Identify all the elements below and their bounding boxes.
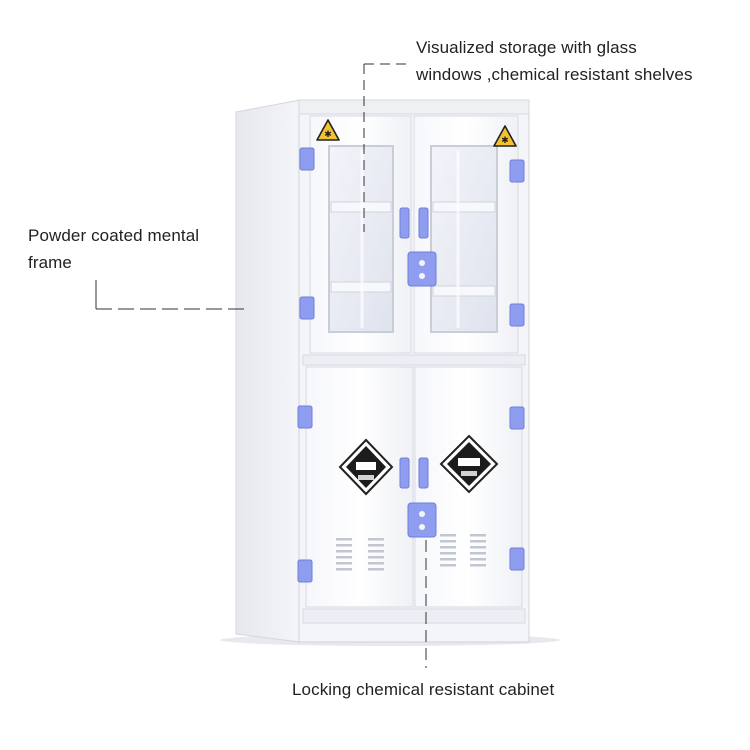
lower-lock-icon [407,502,437,538]
callout-glass-windows: Visualized storage with glass windows ,c… [416,34,693,88]
upper-doors: ✱ ✱ [309,115,519,354]
callout-bottom-line-1: Locking chemical resistant cabinet [292,680,555,699]
hinge-icon [509,406,525,430]
callout-top-line-1: Visualized storage with glass [416,38,637,57]
vent-grille-left [336,538,384,571]
cabinet-top-edge [298,99,530,115]
hinge-icon [297,405,313,429]
warning-triangle-icon-right: ✱ [493,125,517,147]
hinge-icon [509,303,525,327]
hinge-icon [509,547,525,571]
callout-frame: Powder coated mental frame [28,222,199,276]
cabinet-plinth [302,608,526,624]
lower-right-handle [418,457,429,489]
hinge-icon [299,296,315,320]
lower-doors [305,366,523,608]
callout-top-line-2: windows ,chemical resistant shelves [416,65,693,84]
upper-right-glass-window [430,145,498,333]
warning-triangle-icon-left: ✱ [316,119,340,141]
vent-grille-right [440,534,486,567]
upper-lock-icon [407,251,437,287]
corrosive-hazard-icon-left [338,438,394,496]
cabinet: ✱ ✱ [235,99,530,643]
svg-text:✱: ✱ [324,130,332,140]
shelf-upper-right-2 [432,285,496,297]
lower-left-handle [399,457,410,489]
hinge-icon [297,559,313,583]
callout-left-line-1: Powder coated mental [28,226,200,245]
callout-left-line-2: frame [28,253,72,272]
hinges [297,147,525,583]
svg-text:✱: ✱ [501,136,509,146]
callout-locking-cabinet: Locking chemical resistant cabinet [292,676,554,703]
hinge-icon [299,147,315,171]
cabinet-divider [302,354,526,366]
upper-left-handle [399,207,410,239]
cabinet-side-panel [235,99,301,643]
leader-lines [95,63,427,668]
upper-right-handle [418,207,429,239]
shelf-upper-right-1 [432,201,496,213]
hinge-icon [509,159,525,183]
corrosive-hazard-icon-right [439,434,499,494]
